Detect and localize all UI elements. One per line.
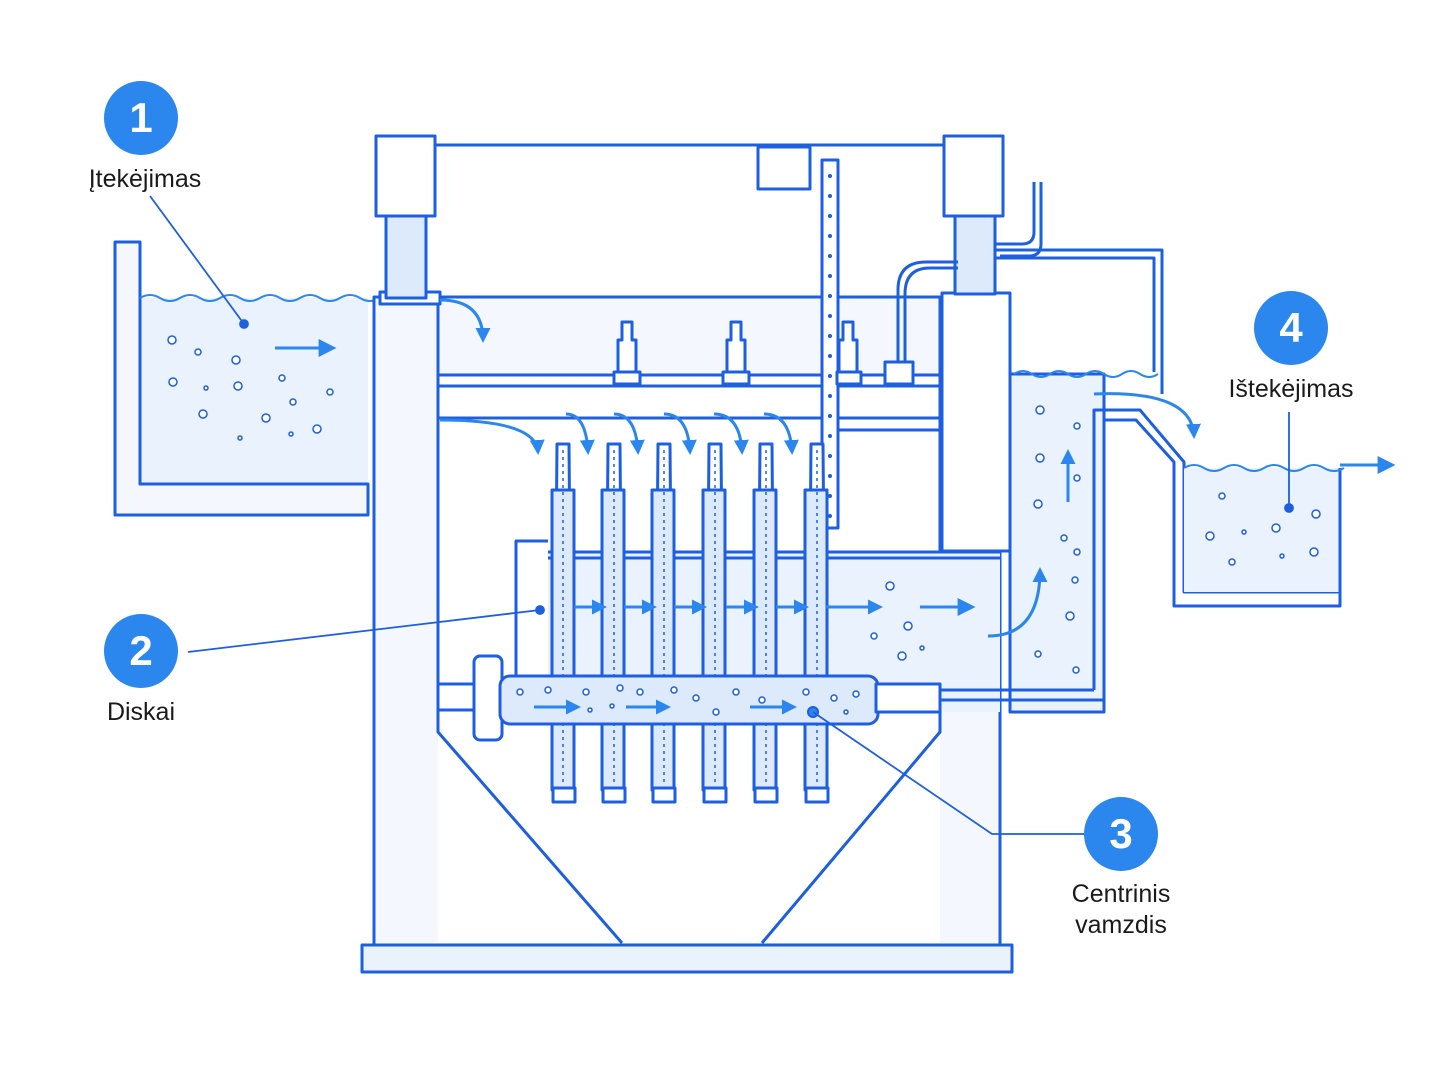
callout-label-central-pipe-line1: Centrinis <box>1071 880 1171 908</box>
callout-badge-2: 2 <box>104 614 178 688</box>
rack-holes <box>828 174 832 518</box>
disc <box>600 442 627 804</box>
base-plate <box>360 943 1014 974</box>
outlet-chamber-surface <box>1013 370 1159 378</box>
callout-label-discs: Diskai <box>106 698 176 726</box>
disc <box>752 442 779 804</box>
inlet-channel <box>113 240 381 517</box>
disc <box>550 442 577 804</box>
drive-box <box>756 145 812 191</box>
outlet-tank <box>1183 464 1345 592</box>
spray-nozzles <box>612 320 915 386</box>
flow-arrows <box>275 298 1396 715</box>
disc <box>701 442 728 804</box>
callout-badge-1: 1 <box>104 81 178 155</box>
top-frame <box>374 134 1005 530</box>
callout-label-outlet: Ištekėjimas <box>1228 375 1354 403</box>
disc <box>803 442 830 804</box>
leader-lines <box>149 195 1294 835</box>
callout-badge-3: 3 <box>1084 797 1158 871</box>
inlet-water-surface <box>139 294 381 302</box>
outlet-chamber <box>940 370 1342 714</box>
filter-body <box>360 290 1014 974</box>
hopper-walls <box>436 712 942 944</box>
outlet-water-surface <box>1183 464 1345 472</box>
disc <box>650 442 677 804</box>
callout-badge-4: 4 <box>1254 291 1328 365</box>
outlet-bubbles <box>870 405 1321 674</box>
callout-label-central-pipe-line2: vamzdis <box>1075 911 1167 939</box>
callout-label-inlet: Įtekėjimas <box>88 165 202 193</box>
inlet-bubbles <box>167 335 334 441</box>
backwash-pipes <box>896 182 1164 394</box>
